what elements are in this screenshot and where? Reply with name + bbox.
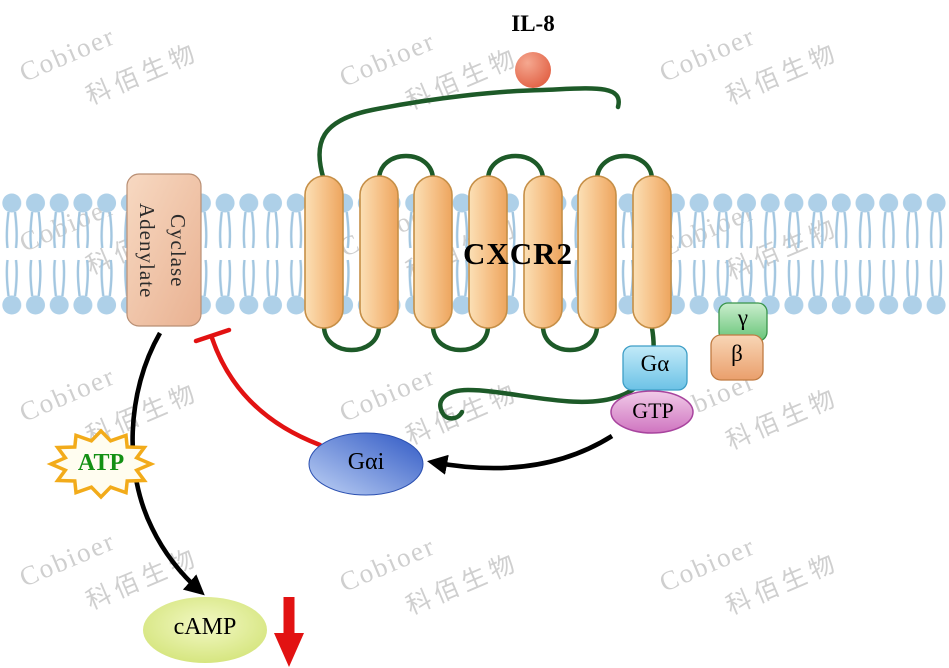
adenylate-word: Adenylate — [135, 203, 159, 299]
intracellular-loop — [540, 323, 600, 353]
gtp-to-gai-arrow — [427, 434, 614, 475]
inhibition-line — [209, 335, 323, 448]
beta-label: β — [731, 341, 743, 366]
extracellular-loop — [485, 153, 546, 183]
cxcr2-label: CXCR2 — [462, 236, 574, 271]
intracellular-loop — [321, 323, 382, 353]
helix-4 — [468, 175, 508, 329]
camp-shape — [143, 597, 267, 663]
cxcr2-helices — [304, 175, 672, 329]
g-alpha-label: Gα — [640, 351, 670, 376]
atp-label: ATP — [77, 450, 125, 476]
cyclase-word: Cyclase — [166, 214, 190, 288]
ac-to-camp-arrow — [130, 331, 205, 596]
camp-label: cAMP — [173, 614, 237, 640]
il8-ligand-shape — [515, 52, 551, 88]
adenylate-cyclase-shape — [126, 173, 202, 327]
gtp-label: GTP — [632, 398, 674, 423]
extracellular-loop — [376, 153, 436, 183]
g-alpha-shape — [622, 345, 688, 391]
helix-2 — [359, 175, 399, 329]
g-alpha-i-label: Gαi — [347, 449, 385, 475]
helix-7 — [632, 175, 672, 329]
beta-subunit-shape — [710, 334, 764, 381]
g-alpha-i-shape — [308, 432, 424, 496]
n-terminus-loop — [317, 86, 621, 183]
gamma-label: γ — [737, 305, 749, 330]
helix-1 — [304, 175, 344, 329]
gtp-shape — [610, 390, 694, 434]
helix-6 — [577, 175, 617, 329]
helix-5 — [523, 175, 563, 329]
inhibition-bar — [193, 327, 232, 344]
camp-decrease-arrow — [274, 597, 304, 667]
intracellular-loop — [430, 323, 491, 353]
adenylate-cyclase-label: Adenylate Cyclase — [131, 178, 199, 324]
il8-label: IL-8 — [511, 11, 555, 36]
helix-3 — [413, 175, 453, 329]
atp-starburst — [46, 428, 156, 500]
extracellular-loop — [594, 153, 655, 183]
